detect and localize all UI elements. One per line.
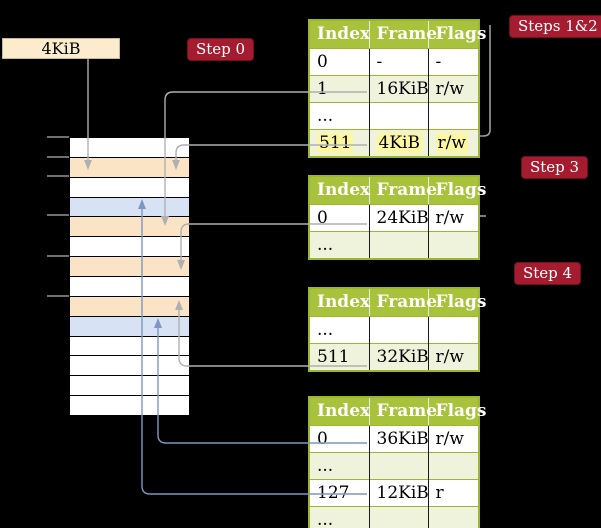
column-header-index: Index [309,288,370,317]
table-cell: 36KiB [369,425,429,453]
memory-row-0kib-free [70,138,189,158]
table-cell: r/w [428,204,479,232]
memory-tick-32kib [47,295,69,297]
step-4-badge: Step 4 [514,262,582,285]
memory-row-48kib-free [70,376,189,397]
table-cell: 511 [309,343,370,371]
table-row: ... [309,506,479,528]
memory-row-20kib-free [70,237,189,258]
memory-row-24kib-pagetable [70,257,189,278]
column-header-index: Index [309,20,370,49]
column-header-flags: Flags [428,397,487,426]
memory-tick-0kib [47,136,69,138]
column-header-frame: Frame [369,20,437,49]
table-cell [369,506,429,528]
step-3-badge: Step 3 [521,156,589,179]
table-cell: 24KiB [369,204,429,232]
table-cell: ... [309,452,370,480]
step-0-badge: Step 0 [187,38,255,61]
table-cell: 0 [309,48,370,76]
memory-tick-8kib [47,175,69,177]
table-cell [369,316,429,344]
column-header-flags: Flags [428,20,487,49]
column-header-flags: Flags [428,176,487,205]
column-header-index: Index [309,397,370,426]
memory-row-28kib-free [70,277,189,297]
table-cell [428,316,479,344]
table-row: ... [309,102,479,130]
column-header-index: Index [309,176,370,205]
table-cell: r [428,479,479,507]
table-row: ... [309,316,479,344]
table-cell [428,506,479,528]
table-cell: ... [309,231,370,259]
table-cell [369,102,429,130]
column-header-frame: Frame [369,288,437,317]
table-cell: 0 [309,204,370,232]
root-table-pointer-box: 4KiB [2,38,120,59]
table-cell: 12KiB [369,479,429,507]
table-cell: 32KiB [369,343,429,371]
memory-row-36kib-page [70,316,189,337]
table-row: 511 4KiB r/w [309,129,479,157]
table-cell: r/w [428,343,479,371]
column-header-frame: Frame [369,397,437,426]
table-row: 0-- [309,48,479,76]
table-cell: r/w [428,425,479,453]
table-cell: 4KiB [369,129,429,157]
table-cell: ... [309,506,370,528]
memory-column [70,137,189,417]
table-row: ... [309,231,479,259]
memory-tick-24kib [47,255,69,257]
table-cell: 1 [309,75,370,103]
memory-tick-16kib [47,214,69,216]
table-cell: 16KiB [369,75,429,103]
table-cell: 511 [309,129,370,157]
memory-row-44kib-free [70,356,189,377]
steps-1-2-badge: Steps 1&2 [509,15,601,38]
memory-row-16kib-pagetable [70,217,189,238]
table-cell: r/w [428,75,479,103]
memory-row-8kib-free [70,177,189,198]
table-cell: 127 [309,479,370,507]
table-cell: ... [309,102,370,130]
table-cell: - [369,48,429,76]
table-cell [369,452,429,480]
highlighted-value: 511 [317,133,354,153]
column-header-frame: Frame [369,176,437,205]
memory-row-4kib-pagetable [70,157,189,178]
table-cell: - [428,48,479,76]
table-cell [428,452,479,480]
table-cell: 0 [309,425,370,453]
memory-row-12kib-page [70,197,189,218]
memory-row-32kib-pagetable [70,296,189,317]
table-cell: r/w [428,129,479,157]
column-header-flags: Flags [428,288,487,317]
memory-tick-4kib [47,156,69,158]
highlighted-value: 4KiB [376,133,422,153]
table-cell [369,231,429,259]
memory-row-52kib-free [70,396,189,417]
table-cell [428,102,479,130]
table-row: ... [309,452,479,480]
table-cell [428,231,479,259]
memory-row-40kib-free [70,336,189,357]
table-cell: ... [309,316,370,344]
highlighted-value: r/w [435,133,468,153]
